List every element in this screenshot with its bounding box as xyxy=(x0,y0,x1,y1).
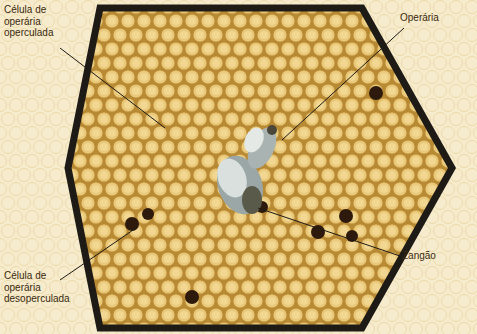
bee-label: Operária xyxy=(400,12,472,24)
leader-lines xyxy=(60,28,404,280)
worker-bee xyxy=(240,123,282,173)
open-cells xyxy=(125,86,383,304)
hexagon-frame xyxy=(68,8,452,328)
bee-label: Zangão xyxy=(402,250,472,262)
cell-label: Célula de operária desoperculada xyxy=(4,270,70,305)
cell-label: Célula de operária operculada xyxy=(4,4,70,39)
